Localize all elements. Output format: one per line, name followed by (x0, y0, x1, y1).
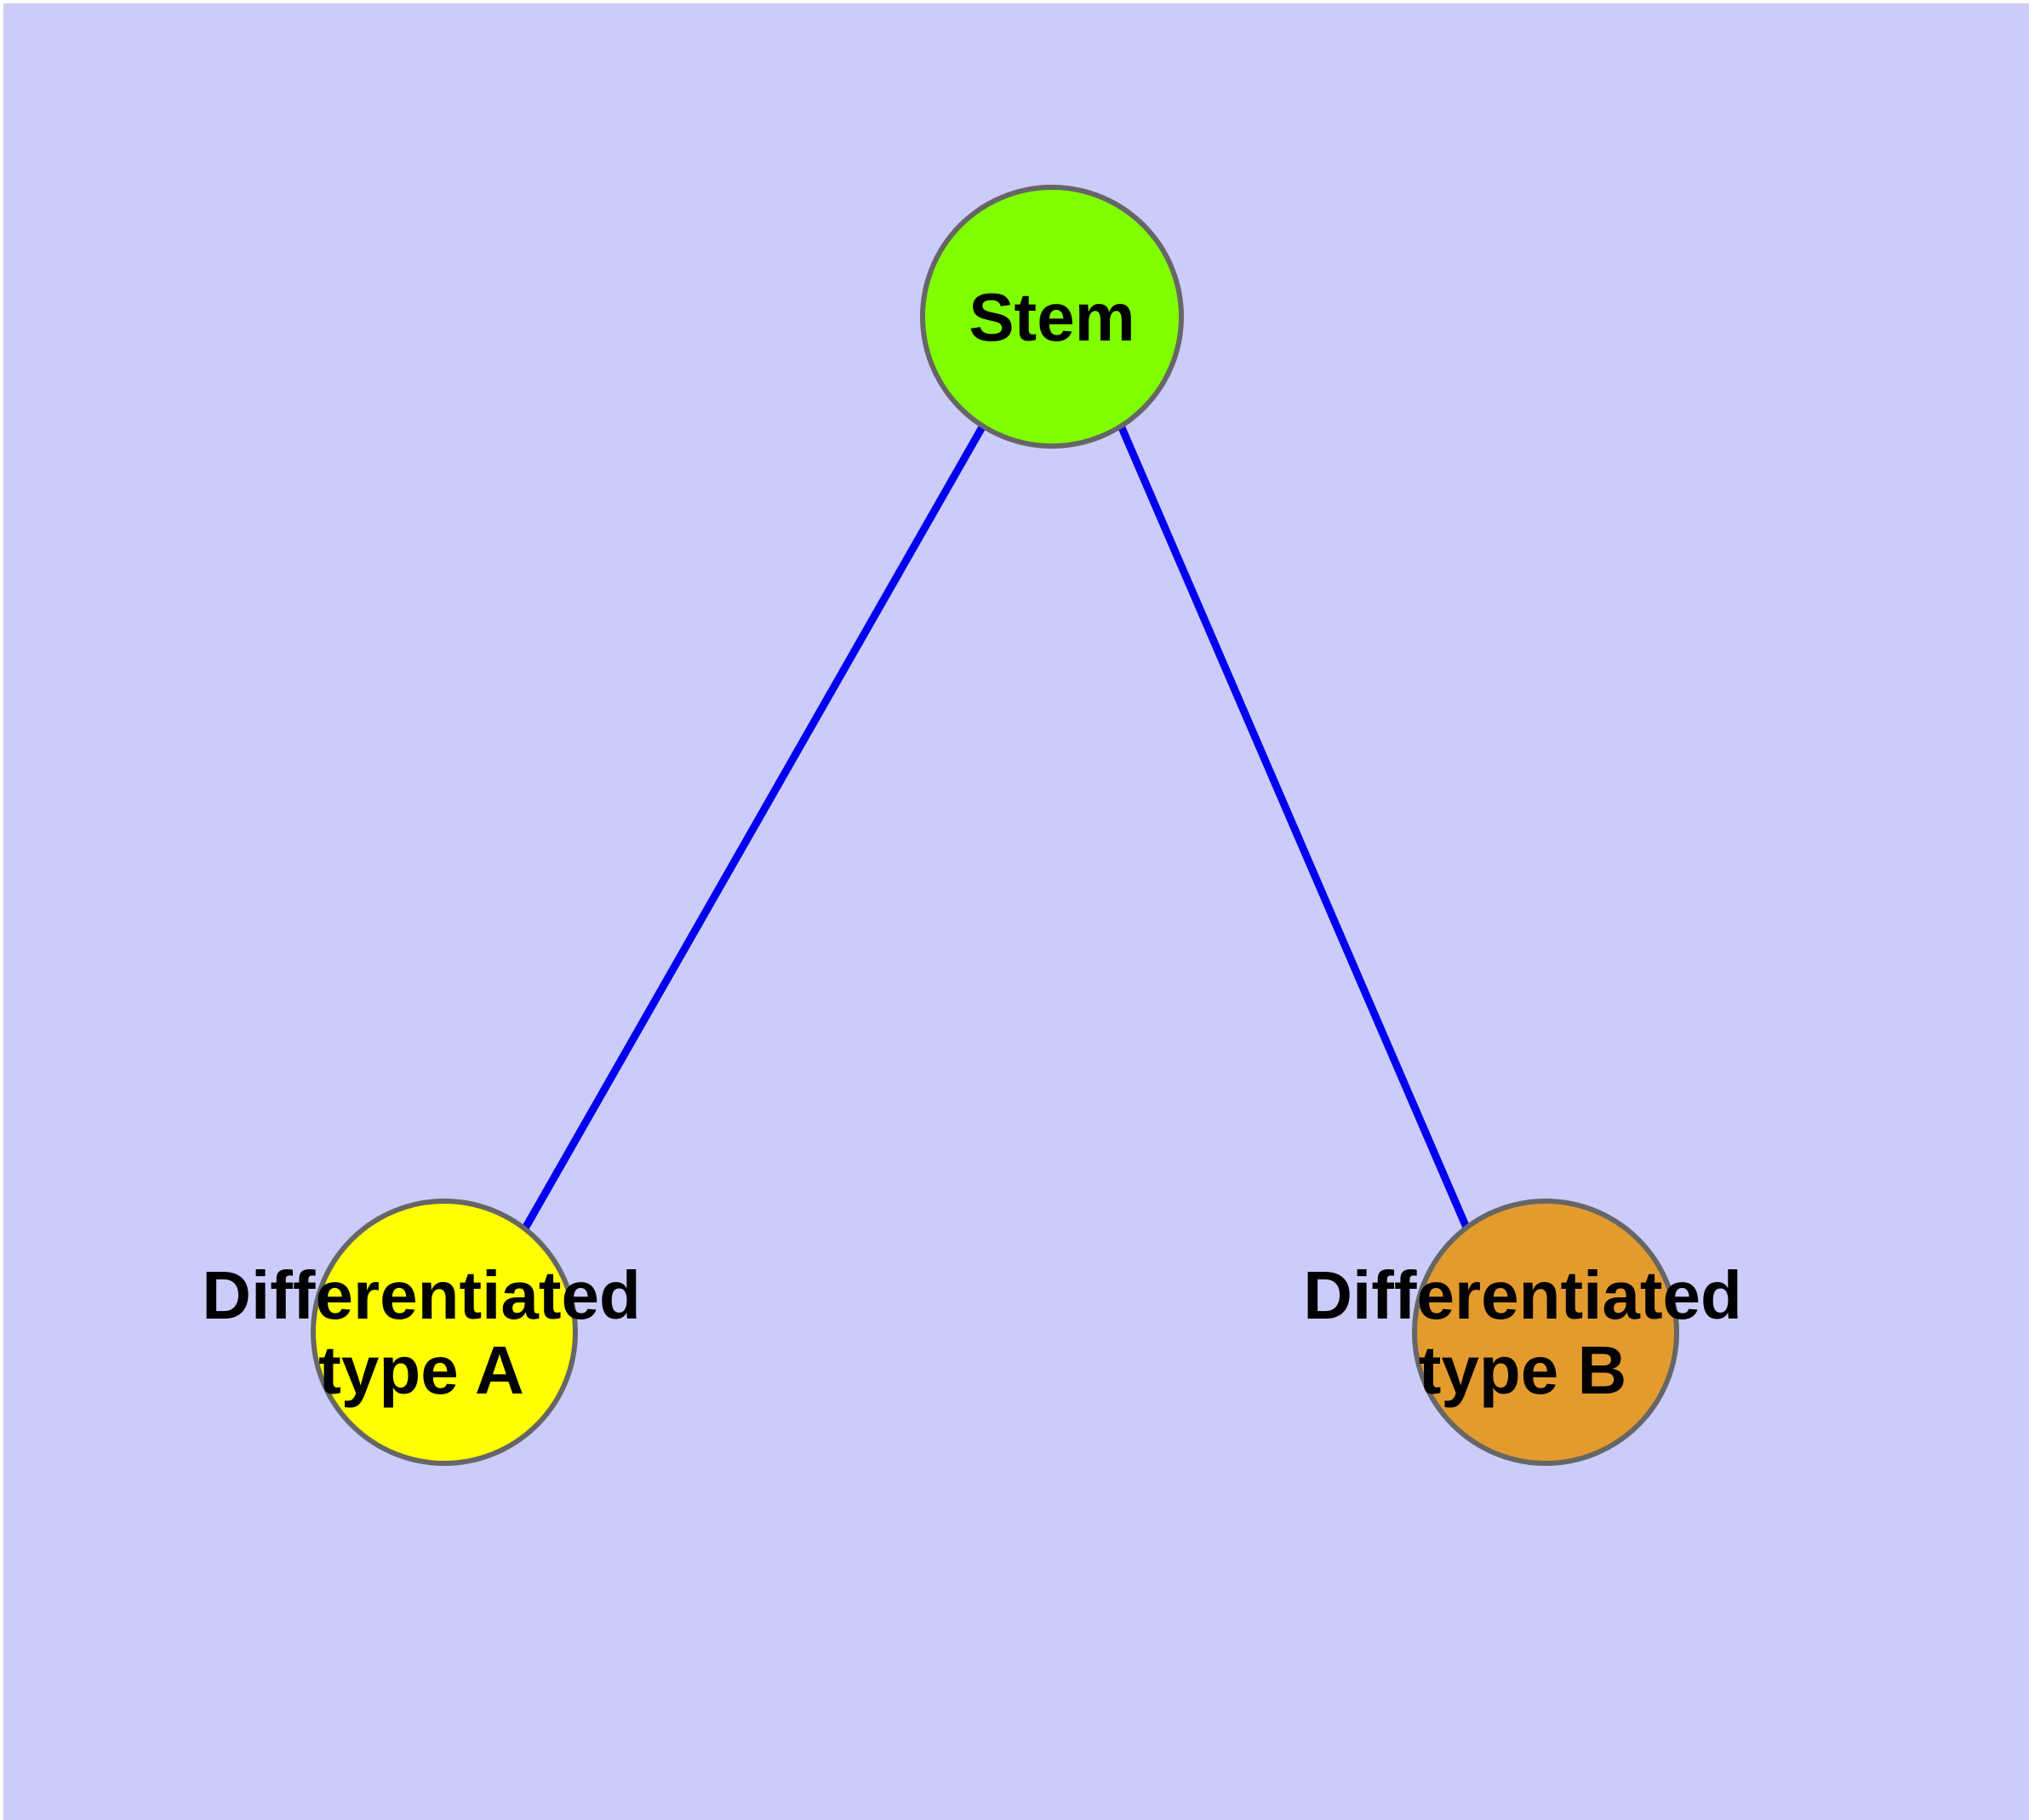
edge-stem-to-differentiated-type-b[interactable] (1117, 424, 1471, 1229)
node-stem[interactable]: Stem (920, 185, 1184, 449)
node-differentiated-type-a-circle[interactable] (311, 1199, 578, 1466)
edge-stem-to-differentiated-type-a[interactable] (522, 423, 986, 1231)
edge-layer (522, 423, 1471, 1231)
node-differentiated-type-b-circle[interactable] (1412, 1199, 1679, 1466)
node-stem-label: Stem (969, 279, 1135, 355)
node-stem-circle[interactable] (920, 185, 1184, 449)
